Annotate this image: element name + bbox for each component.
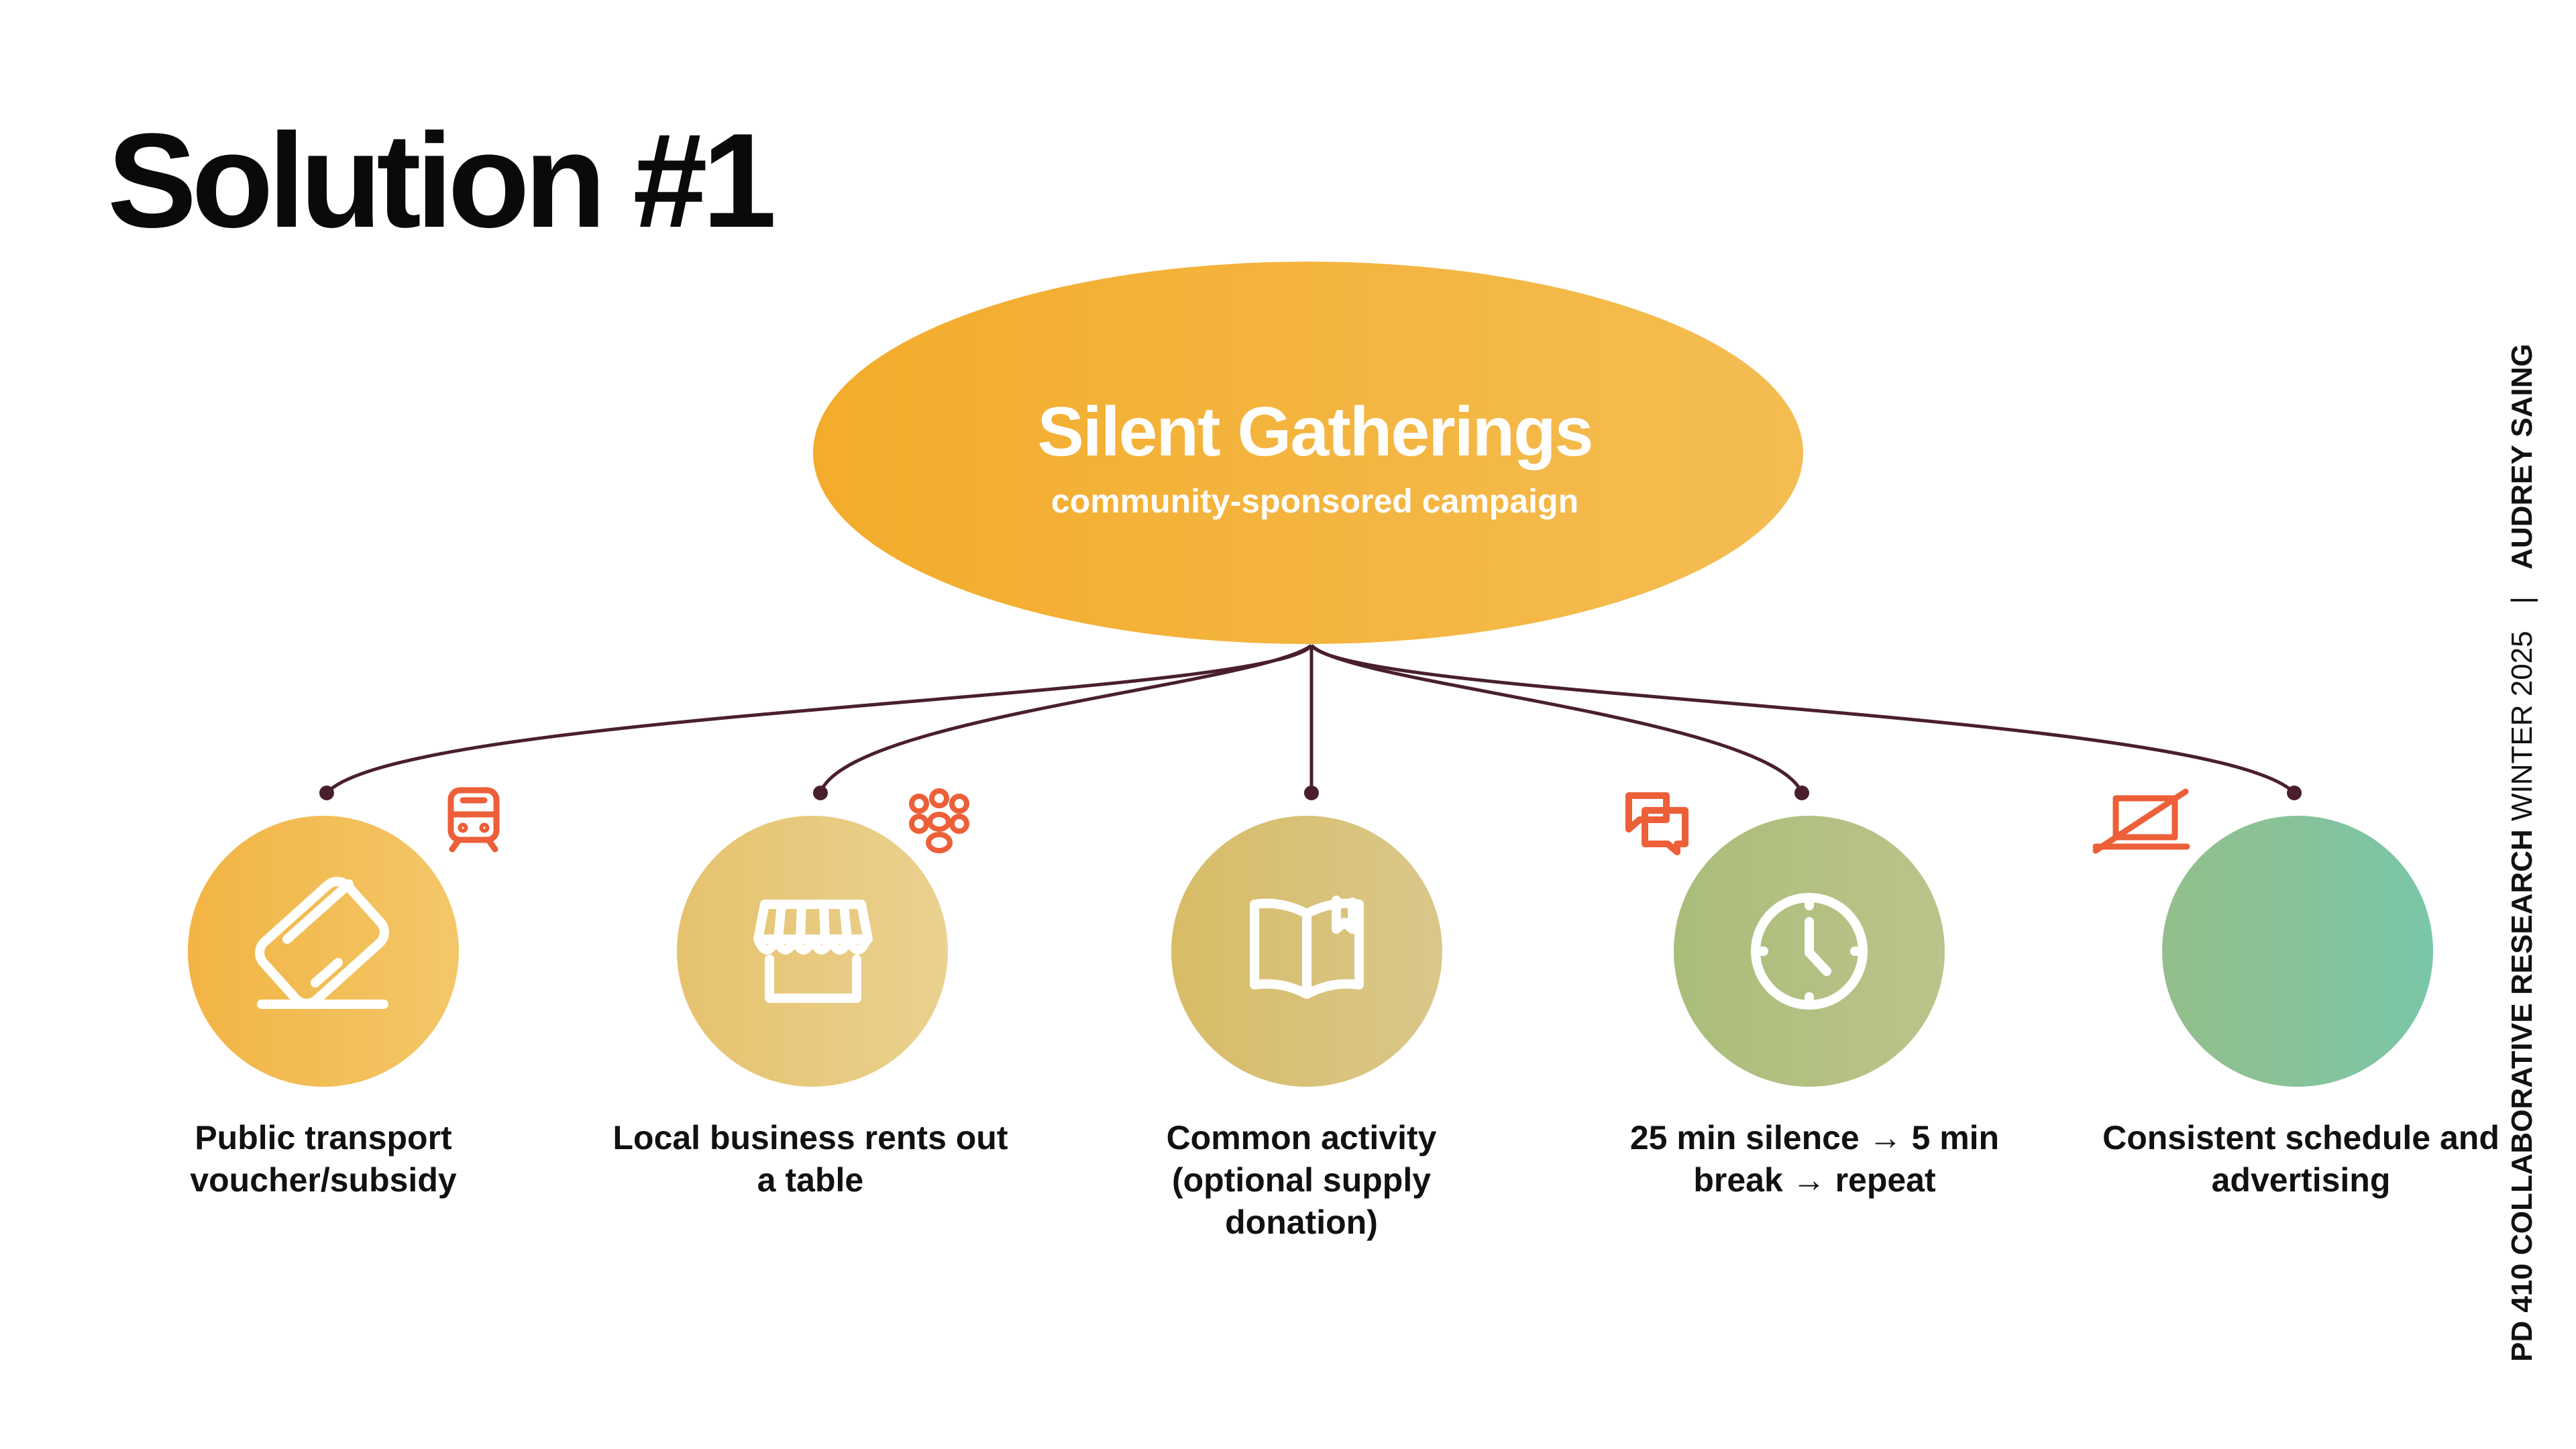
node-label-3: Common activity (optional supply donatio… bbox=[1166, 1119, 1437, 1241]
chat-bubbles-icon bbox=[1625, 792, 1688, 855]
train-icon bbox=[447, 787, 500, 853]
node-circle-5 bbox=[2162, 816, 2433, 1087]
node-label-5: Consistent schedule and advertising bbox=[2102, 1119, 2500, 1199]
node-label-2: Local business rents out a table bbox=[612, 1119, 1008, 1199]
no-laptop-icon bbox=[2092, 788, 2190, 854]
connector-dot-4 bbox=[1794, 786, 1809, 800]
author-label: AUDREY SAING bbox=[2506, 343, 2538, 570]
connector-dot-5 bbox=[2287, 786, 2302, 800]
connector-dot-3 bbox=[1304, 786, 1319, 800]
separator: | bbox=[2506, 596, 2538, 604]
connector-2 bbox=[818, 644, 1313, 794]
node-circle-2 bbox=[677, 816, 948, 1087]
node-circle-1 bbox=[188, 816, 459, 1087]
node-label-4: 25 min silence → 5 min break → repeat bbox=[1629, 1119, 2000, 1199]
connector-dot-2 bbox=[813, 786, 828, 800]
card-swipe-icon bbox=[255, 877, 389, 1009]
connector-1 bbox=[325, 644, 1313, 794]
page-title: Solution #1 bbox=[107, 106, 777, 256]
central-ellipse bbox=[813, 262, 1803, 644]
sidebar-credit: PD 410 COLLABORATIVE RESEARCH WINTER 202… bbox=[2506, 343, 2539, 1362]
connector-dots bbox=[319, 786, 2302, 800]
storefront-icon bbox=[753, 900, 873, 1003]
people-group-icon bbox=[909, 788, 969, 853]
open-book-icon bbox=[1250, 896, 1364, 999]
connector-lines bbox=[325, 644, 2296, 794]
clock-icon bbox=[1751, 893, 1868, 1010]
node-label-1: Public transport voucher/subsidy bbox=[190, 1119, 457, 1199]
connector-5 bbox=[1309, 644, 2296, 794]
central-title: Silent Gatherings bbox=[1037, 393, 1593, 471]
connector-dot-1 bbox=[319, 786, 334, 800]
central-subtitle: community-sponsored campaign bbox=[1051, 482, 1579, 520]
term-label: WINTER 2025 bbox=[2506, 631, 2538, 830]
course-label: PD 410 COLLABORATIVE RESEARCH bbox=[2506, 829, 2538, 1362]
